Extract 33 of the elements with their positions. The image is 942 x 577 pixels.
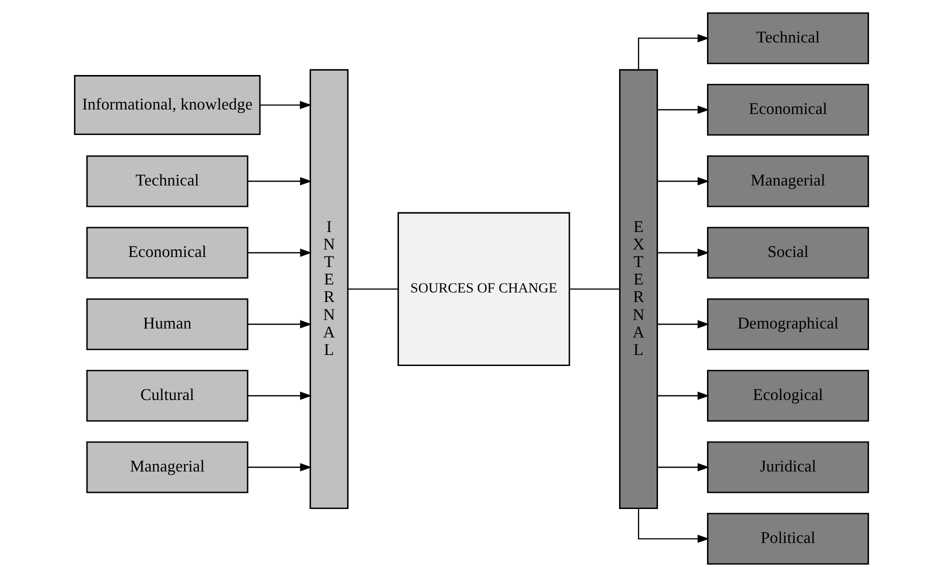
node-box: Demographical bbox=[706, 298, 869, 350]
connector bbox=[348, 288, 398, 290]
arrow bbox=[247, 248, 312, 257]
arrow bbox=[656, 463, 709, 472]
arrow bbox=[656, 177, 709, 186]
node-box: Ecological bbox=[706, 370, 869, 422]
node-box: SOURCES OF CHANGE bbox=[397, 212, 570, 366]
connector bbox=[569, 288, 619, 290]
arrow bbox=[247, 463, 312, 472]
node-box: Political bbox=[706, 512, 869, 565]
arrow bbox=[637, 34, 709, 70]
node-box: Informational, knowledge bbox=[73, 75, 260, 136]
node-box: Human bbox=[86, 298, 248, 350]
node-box: INTERNAL bbox=[309, 69, 348, 509]
arrow bbox=[656, 248, 709, 257]
arrow bbox=[260, 100, 312, 110]
node-box: Juridical bbox=[706, 441, 869, 494]
node-box: Managerial bbox=[706, 155, 869, 208]
arrow bbox=[656, 392, 709, 400]
node-box: Managerial bbox=[86, 441, 248, 494]
node-box: Cultural bbox=[86, 370, 248, 422]
node-box: Technical bbox=[86, 155, 248, 208]
node-box: EXTERNAL bbox=[618, 69, 658, 509]
node-box: Economical bbox=[86, 226, 248, 279]
arrow bbox=[637, 508, 709, 543]
arrow bbox=[247, 177, 312, 186]
node-box: Economical bbox=[706, 84, 869, 136]
arrow bbox=[247, 320, 312, 328]
node-box: Social bbox=[706, 226, 869, 279]
arrow bbox=[247, 392, 312, 400]
arrow bbox=[656, 106, 709, 114]
node-box: Technical bbox=[706, 12, 869, 64]
arrow bbox=[656, 320, 709, 328]
